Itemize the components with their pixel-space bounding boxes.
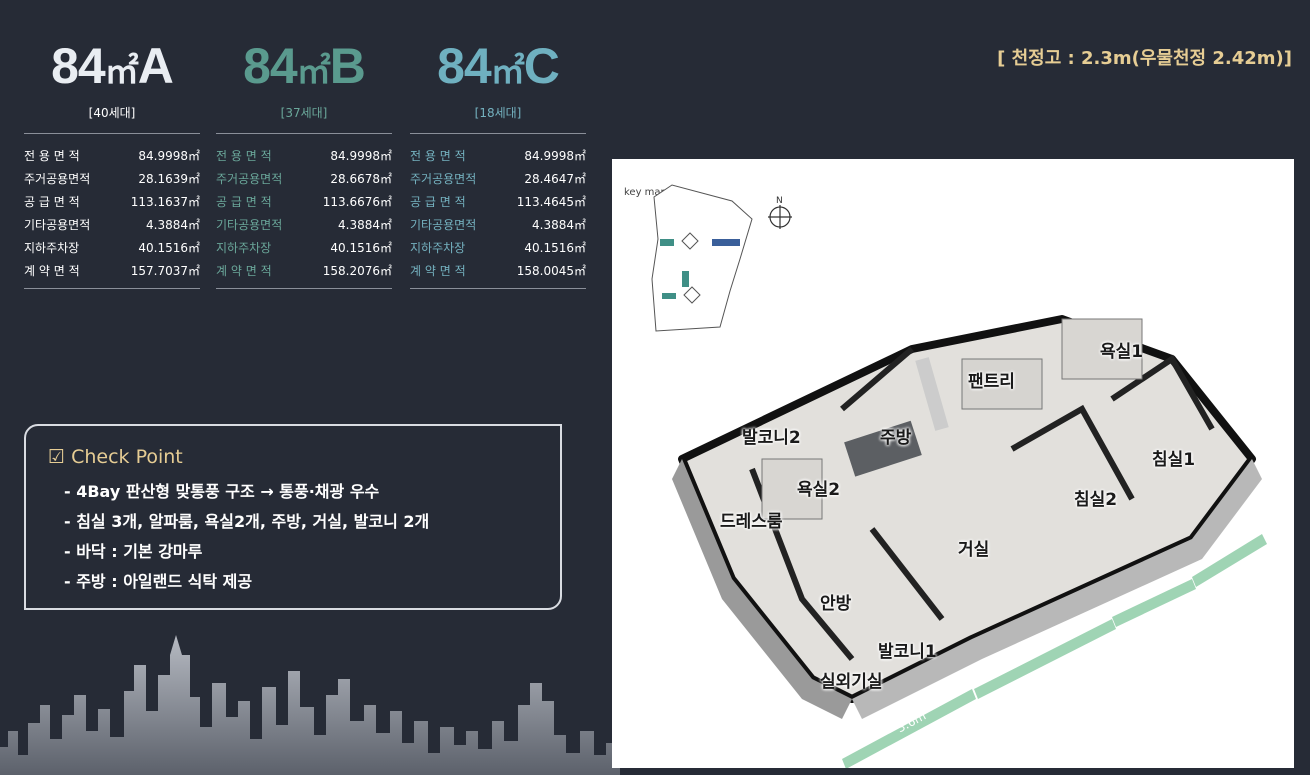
list-item: - 주방 : 아일랜드 식탁 제공	[64, 572, 253, 591]
check-point-box: ☑ Check Point - 4Bay 판산형 맞통풍 구조 → 통풍·채광 …	[24, 424, 562, 610]
room-label-master: 안방	[820, 594, 852, 614]
room-label-living: 거실	[958, 540, 990, 560]
unit-a-households: [40세대]	[88, 106, 136, 120]
list-item: - 바닥 : 기본 강마루	[64, 542, 203, 561]
bath-fixtures	[1061, 318, 1143, 380]
key-map-block	[712, 239, 740, 246]
unit-c-households: [18세대]	[474, 106, 522, 120]
list-item: - 침실 3개, 알파룸, 욕실2개, 주방, 거실, 발코니 2개	[64, 512, 430, 531]
bath-fixtures	[761, 458, 823, 520]
divider	[216, 288, 392, 289]
room-label-balcony1: 발코니1	[878, 642, 937, 662]
check-point-title: ☑ Check Point	[48, 446, 183, 468]
dimension-arrows	[842, 534, 1267, 768]
room-label-outdoor-unit: 실외기실	[820, 672, 883, 692]
key-map-block	[660, 239, 674, 246]
svg-text:N: N	[776, 196, 783, 206]
room-label-pantry: 팬트리	[968, 372, 1015, 392]
apartment-model	[672, 315, 1262, 719]
unit-c-title: 84㎡C	[437, 38, 560, 94]
room-label-bedroom1: 침실1	[1152, 450, 1196, 470]
unit-b-title: 84㎡B	[243, 38, 366, 94]
divider	[410, 133, 586, 134]
room-label-bath1: 욕실1	[1100, 342, 1144, 362]
kitchen-island	[844, 420, 922, 477]
room-label-balcony2: 발코니2	[742, 428, 801, 448]
floor-plan-drawing: N	[651, 184, 1267, 768]
room-label-kitchen: 주방	[880, 428, 912, 448]
unit-a-title: 84㎡A	[51, 38, 174, 94]
divider	[410, 288, 586, 289]
room-label-bath2: 욕실2	[797, 480, 841, 500]
ceiling-height-note: [ 천정고 : 2.3m(우물천정 2.42m)]	[997, 48, 1292, 69]
key-map	[651, 184, 753, 332]
check-point-list: - 4Bay 판산형 맞통풍 구조 → 통풍·채광 우수 - 침실 3개, 알파…	[48, 478, 538, 592]
room-label-bedroom2: 침실2	[1074, 490, 1118, 510]
compass-icon: N	[768, 196, 792, 229]
list-item: - 4Bay 판산형 맞통풍 구조 → 통풍·채광 우수	[64, 482, 380, 501]
unit-b-households: [37세대]	[280, 106, 328, 120]
key-map-block	[682, 271, 689, 287]
divider	[24, 288, 200, 289]
divider	[24, 133, 200, 134]
key-map-label: key map	[624, 187, 667, 198]
floor-plan-image: key map N	[612, 159, 1294, 768]
key-map-block	[662, 293, 676, 299]
city-skyline-illustration	[0, 635, 620, 775]
room-label-dressroom: 드레스룸	[720, 512, 783, 532]
checkbox-icon: ☑	[48, 446, 66, 468]
pantry-shelves	[961, 358, 1043, 410]
divider	[216, 133, 392, 134]
